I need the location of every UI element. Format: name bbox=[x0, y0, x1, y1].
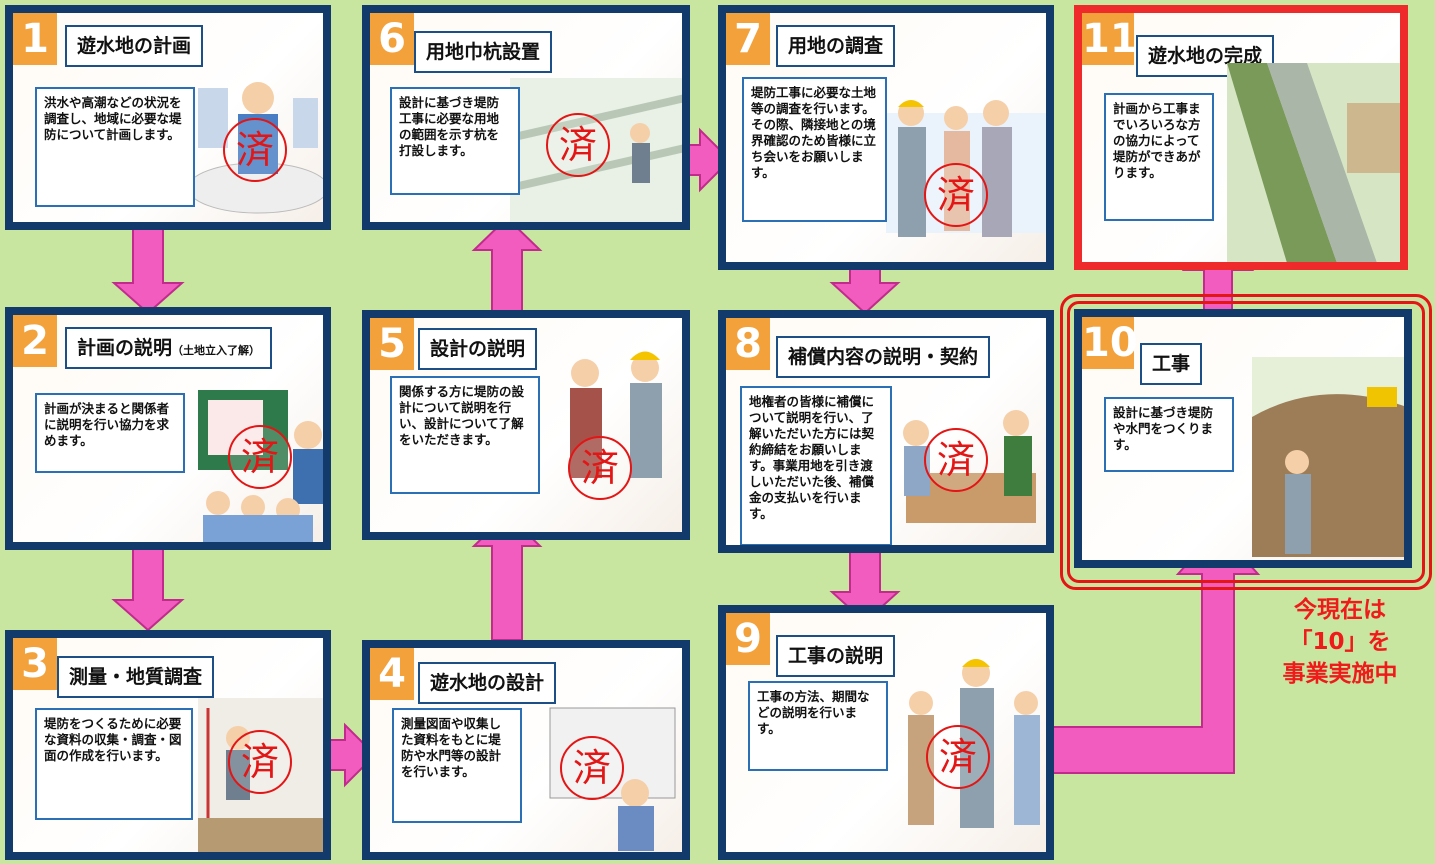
step-card-7: 7 用地の調査 堤防工事に必要な土地等の調査を行います。その際、隣接地との境界確… bbox=[718, 5, 1054, 270]
step-card-11: 11 遊水地の完成 計画から工事までいろいろな方の協力によって堤防ができあがりま… bbox=[1074, 5, 1408, 270]
step-title: 工事の説明 bbox=[776, 635, 896, 677]
completed-stamp: 済 bbox=[223, 118, 287, 182]
step-title-text: 計画の説明 bbox=[77, 337, 173, 359]
completed-stamp: 済 bbox=[926, 725, 990, 789]
step-number: 9 bbox=[726, 613, 770, 665]
step-title-note: （土地立入了解） bbox=[172, 344, 261, 357]
step-title: 遊水地の計画 bbox=[65, 25, 204, 67]
construction-illustration bbox=[1252, 357, 1404, 557]
step-description: 測量図面や収集した資料をもとに堤防や水門等の設計を行います。 bbox=[392, 708, 522, 823]
step-description: 計画から工事までいろいろな方の協力によって堤防ができあがります。 bbox=[1104, 93, 1214, 221]
step-card-3: 3 測量・地質調査 堤防をつくるために必要な資料の収集・調査・図面の作成を行いま… bbox=[5, 630, 331, 860]
current-step-outer-ring bbox=[1060, 294, 1432, 590]
completed-stamp: 済 bbox=[924, 163, 988, 227]
step-title: 設計の説明 bbox=[418, 328, 538, 370]
current-status-note: 今現在は 「10」を 事業実施中 bbox=[1250, 594, 1430, 690]
step-number: 6 bbox=[370, 13, 414, 65]
step-title: 用地巾杭設置 bbox=[414, 31, 553, 73]
step-number: 7 bbox=[726, 13, 770, 65]
status-line-2: 「10」を bbox=[1289, 629, 1391, 655]
step-card-5: 5 設計の説明 関係する方に堤防の設計について説明を行い、設計について了解をいた… bbox=[362, 310, 690, 540]
step-description: 地権者の皆様に補償について説明を行い、了解いただいた方には契約締結をお願いします… bbox=[740, 386, 892, 545]
step-number: 1 bbox=[13, 13, 57, 65]
step-description: 設計に基づき堤防工事に必要な用地の範囲を示す杭を打設します。 bbox=[390, 87, 520, 195]
step-number: 10 bbox=[1082, 317, 1138, 369]
step-number: 11 bbox=[1082, 13, 1138, 65]
step-title: 用地の調査 bbox=[776, 25, 896, 67]
completed-stamp: 済 bbox=[228, 730, 292, 794]
step-card-4: 4 遊水地の設計 測量図面や収集した資料をもとに堤防や水門等の設計を行います。 … bbox=[362, 640, 690, 860]
step-description: 堤防工事に必要な土地等の調査を行います。その際、隣接地との境界確認のため皆様に立… bbox=[742, 77, 887, 222]
handshake-illustration bbox=[570, 351, 662, 478]
status-line-3: 事業実施中 bbox=[1282, 661, 1398, 687]
step-description: 計画が決まると関係者に説明を行い協力を求めます。 bbox=[35, 393, 185, 473]
step-description: 洪水や高潮などの状況を調査し、地域に必要な堤防について計画します。 bbox=[35, 87, 195, 207]
completed-stamp: 済 bbox=[546, 113, 610, 177]
completed-stamp: 済 bbox=[228, 425, 292, 489]
step-card-6: 6 用地巾杭設置 設計に基づき堤防工事に必要な用地の範囲を示す杭を打設します。 … bbox=[362, 5, 690, 230]
step-number: 3 bbox=[13, 638, 57, 690]
completed-levee-illustration bbox=[1227, 63, 1400, 262]
step-number: 2 bbox=[13, 315, 57, 367]
step-title: 遊水地の設計 bbox=[418, 662, 557, 704]
completed-stamp: 済 bbox=[924, 428, 988, 492]
step-description: 堤防をつくるために必要な資料の収集・調査・図面の作成を行います。 bbox=[35, 708, 193, 820]
arrow-5-to-6 bbox=[471, 216, 543, 316]
step-title: 工事 bbox=[1140, 343, 1203, 385]
status-line-1: 今現在は bbox=[1294, 597, 1386, 623]
completed-stamp: 済 bbox=[560, 736, 624, 800]
step-description: 関係する方に堤防の設計について説明を行い、設計について了解をいただきます。 bbox=[390, 376, 540, 494]
step-card-10: 10 工事 設計に基づき堤防や水門をつくります。 bbox=[1074, 309, 1412, 568]
step-description: 工事の方法、期間などの説明を行います。 bbox=[748, 681, 888, 771]
step-number: 5 bbox=[370, 318, 414, 370]
step-number: 8 bbox=[726, 318, 770, 370]
step-card-9: 9 工事の説明 工事の方法、期間などの説明を行います。 済 bbox=[718, 605, 1054, 860]
step-title: 補償内容の説明・契約 bbox=[776, 336, 991, 378]
step-title: 計画の説明（土地立入了解） bbox=[65, 327, 273, 369]
step-title: 測量・地質調査 bbox=[57, 656, 215, 698]
completed-stamp: 済 bbox=[568, 436, 632, 500]
step-card-8: 8 補償内容の説明・契約 地権者の皆様に補償について説明を行い、了解いただいた方… bbox=[718, 310, 1054, 553]
current-step-inner-ring bbox=[1067, 301, 1425, 583]
step-card-2: 2 計画の説明（土地立入了解） 計画が決まると関係者に説明を行い協力を求めます。… bbox=[5, 307, 331, 550]
step-number: 4 bbox=[370, 648, 414, 700]
step-card-1: 1 遊水地の計画 洪水や高潮などの状況を調査し、地域に必要な堤防について計画しま… bbox=[5, 5, 331, 230]
step-description: 設計に基づき堤防や水門をつくります。 bbox=[1104, 397, 1234, 472]
